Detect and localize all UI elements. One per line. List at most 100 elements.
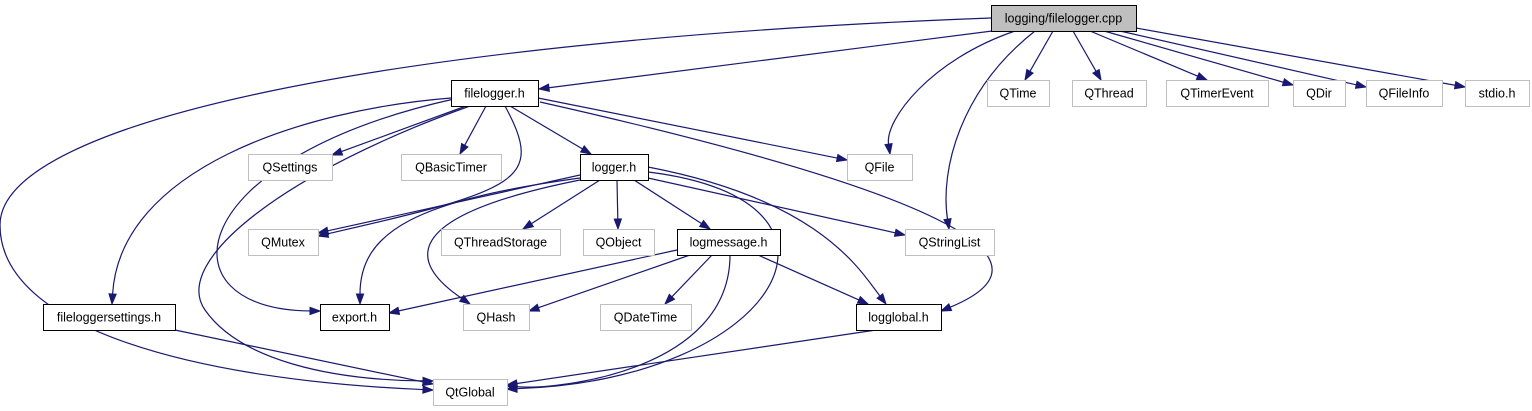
edge-line bbox=[359, 177, 581, 295]
edge-line bbox=[341, 105, 467, 153]
node-filelogger-h[interactable]: filelogger.h bbox=[451, 80, 539, 107]
node-qobject: QObject bbox=[583, 229, 655, 256]
node-box bbox=[433, 379, 508, 406]
node-qdatetime: QDateTime bbox=[600, 304, 692, 331]
edge-line bbox=[427, 179, 581, 299]
node-box bbox=[987, 80, 1050, 107]
edge-root-to-qfileinfo bbox=[1119, 30, 1368, 89]
edge-line bbox=[538, 254, 691, 309]
edge-logglobal_h-to-qtglobal bbox=[505, 329, 877, 388]
node-label[interactable]: logging/filelogger.cpp bbox=[1005, 12, 1122, 26]
node-qfile: QFile bbox=[847, 154, 913, 181]
arrowhead-icon bbox=[939, 302, 953, 312]
node-label: QObject bbox=[596, 236, 642, 250]
arrowhead-icon bbox=[1092, 68, 1102, 82]
edge-root-to-qfile bbox=[884, 30, 1016, 156]
arrowhead-icon bbox=[309, 306, 322, 316]
edge-line bbox=[633, 179, 702, 225]
arrowhead-icon bbox=[387, 306, 401, 315]
edges-layer bbox=[0, 17, 1467, 394]
edge-logger_h-to-qhash bbox=[427, 179, 581, 305]
node-box[interactable] bbox=[856, 304, 942, 331]
node-label[interactable]: fileloggersettings.h bbox=[57, 311, 161, 325]
arrowhead-icon bbox=[876, 293, 887, 306]
node-export-h[interactable]: export.h bbox=[320, 304, 390, 331]
node-box bbox=[401, 154, 502, 181]
arrowhead-icon bbox=[1195, 71, 1209, 81]
arrowhead-icon bbox=[355, 293, 365, 306]
node-box bbox=[441, 229, 561, 256]
node-label[interactable]: logger.h bbox=[592, 161, 637, 175]
arrowhead-icon bbox=[527, 303, 541, 312]
edge-line bbox=[1103, 30, 1284, 83]
node-logmessage-h[interactable]: logmessage.h bbox=[677, 229, 781, 256]
edge-line bbox=[516, 329, 877, 385]
node-logglobal-h[interactable]: logglobal.h bbox=[856, 304, 942, 331]
edge-logmessage_h-to-logglobal_h bbox=[757, 254, 870, 305]
node-logger-h[interactable]: logger.h bbox=[580, 154, 649, 181]
node-label[interactable]: logmessage.h bbox=[690, 236, 768, 250]
arrowhead-icon bbox=[330, 147, 344, 156]
node-label: QMutex bbox=[261, 236, 306, 250]
node-box bbox=[583, 229, 655, 256]
node-qmutex: QMutex bbox=[248, 229, 319, 256]
node-box[interactable] bbox=[991, 5, 1137, 32]
edge-line bbox=[1119, 30, 1357, 86]
edge-line bbox=[548, 29, 1001, 89]
arrowhead-icon bbox=[579, 144, 593, 155]
arrowhead-icon bbox=[108, 293, 117, 306]
arrowhead-icon bbox=[422, 385, 435, 394]
node-stdio-h: stdio.h bbox=[1465, 80, 1530, 107]
edge-root-to-qtimerevent bbox=[1089, 30, 1209, 81]
node-qstringlist: QStringList bbox=[905, 229, 995, 256]
node-box[interactable] bbox=[43, 304, 176, 331]
node-qtglobal: QtGlobal bbox=[433, 379, 508, 406]
edge-filelogger_h-to-qsettings bbox=[330, 105, 467, 156]
node-label[interactable]: filelogger.h bbox=[464, 87, 525, 101]
arrowhead-icon bbox=[884, 142, 893, 156]
edge-line bbox=[509, 105, 583, 150]
node-label: QDir bbox=[1306, 87, 1332, 101]
node-qdir: QDir bbox=[1293, 80, 1346, 107]
edge-filelogger_h-to-logger_h bbox=[509, 105, 593, 155]
arrowhead-icon bbox=[505, 379, 519, 388]
edge-line bbox=[398, 249, 678, 312]
node-box bbox=[248, 154, 333, 181]
edge-logger_h-to-export_h bbox=[355, 177, 581, 306]
node-qthreadstorage: QThreadStorage bbox=[441, 229, 561, 256]
arrowhead-icon bbox=[1281, 77, 1295, 87]
node-box[interactable] bbox=[580, 154, 649, 181]
edge-line bbox=[647, 166, 881, 297]
node-label: QTime bbox=[999, 87, 1036, 101]
node-label[interactable]: export.h bbox=[332, 311, 377, 325]
edge-root-to-stdio_h bbox=[1135, 27, 1467, 90]
node-box[interactable] bbox=[320, 304, 390, 331]
node-box[interactable] bbox=[677, 229, 781, 256]
edge-root-to-qstringlist bbox=[943, 30, 1036, 231]
edge-filelogger_h-to-fileloggersettings_h bbox=[108, 97, 452, 306]
arrowhead-icon bbox=[698, 219, 712, 230]
edge-line bbox=[174, 329, 424, 383]
node-box bbox=[1465, 80, 1530, 107]
arrowhead-icon bbox=[1354, 80, 1368, 89]
edge-filelogger_h-to-qfile bbox=[537, 97, 849, 163]
node-label: QFile bbox=[865, 161, 895, 175]
node-label: QThread bbox=[1084, 87, 1133, 101]
edge-line bbox=[216, 98, 455, 312]
node-box[interactable] bbox=[451, 80, 539, 107]
node-box bbox=[248, 229, 319, 256]
node-label: QtGlobal bbox=[445, 386, 494, 400]
node-label[interactable]: logglobal.h bbox=[868, 311, 929, 325]
edge-root-to-qtglobal bbox=[0, 17, 992, 394]
node-fileloggersettings-h[interactable]: fileloggersettings.h bbox=[43, 304, 176, 331]
node-root[interactable]: logging/filelogger.cpp bbox=[991, 5, 1137, 32]
edge-line bbox=[616, 179, 619, 220]
arrowhead-icon bbox=[1453, 80, 1467, 90]
edge-filelogger_h-to-qbasictimer bbox=[459, 105, 487, 156]
edge-logmessage_h-to-qdatetime bbox=[663, 254, 713, 306]
arrowhead-icon bbox=[663, 293, 676, 306]
arrowhead-icon bbox=[458, 294, 472, 305]
edge-logger_h-to-qobject bbox=[613, 179, 623, 231]
